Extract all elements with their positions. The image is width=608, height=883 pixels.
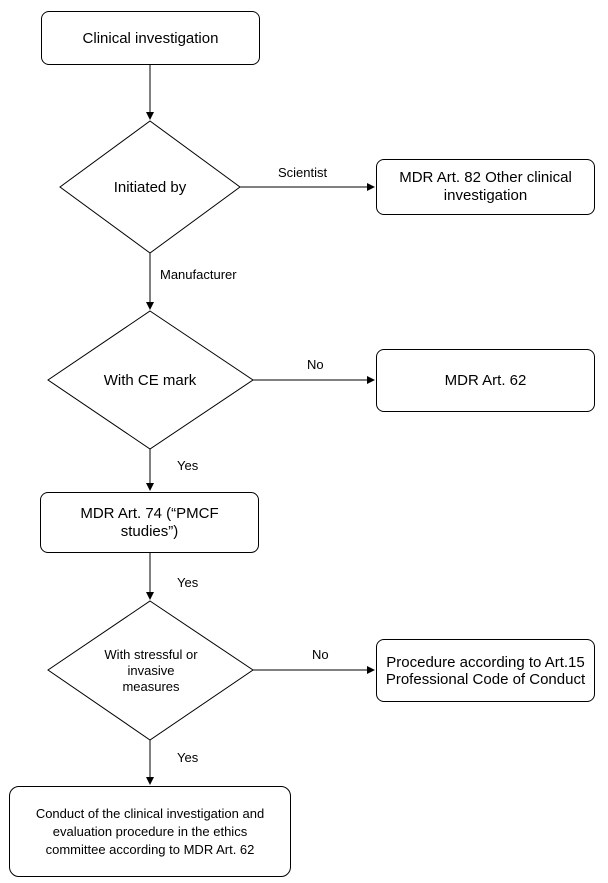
node-mdr-art-62-label: MDR Art. 62 [444,372,527,389]
edge-label-yes-pmcf: Yes [177,575,199,590]
node-mdr-art-82-label: MDR Art. 82 Other clinical investigation [399,169,572,204]
edge-label-manufacturer: Manufacturer [160,267,237,282]
node-procedure-art-15-label: Procedure according to Art.15 Profession… [385,653,586,688]
node-mdr-art-82: MDR Art. 82 Other clinical investigation [376,159,595,215]
edge-label-yes-stressful: Yes [177,750,199,765]
node-mdr-art-62: MDR Art. 62 [376,349,595,412]
node-conduct-label: Conduct of the clinical investigation an… [35,805,265,857]
node-clinical-investigation-label: Clinical investigation [82,29,219,47]
decision-stressful-label: With stressful or invasive measures [104,647,198,694]
edge-label-no-stressful: No [312,647,329,662]
node-mdr-art-74: MDR Art. 74 (“PMCF studies”) [40,492,259,553]
decision-initiated-by-label: Initiated by [113,178,187,196]
node-clinical-investigation: Clinical investigation [41,11,260,65]
node-mdr-art-74-label: MDR Art. 74 (“PMCF studies”) [80,504,219,540]
edge-label-scientist: Scientist [278,165,328,180]
node-procedure-art-15: Procedure according to Art.15 Profession… [376,639,595,702]
edge-label-no-ce: No [307,357,324,372]
edge-label-yes-ce: Yes [177,458,199,473]
node-conduct: Conduct of the clinical investigation an… [9,786,291,877]
decision-ce-mark-label: With CE mark [103,371,197,389]
